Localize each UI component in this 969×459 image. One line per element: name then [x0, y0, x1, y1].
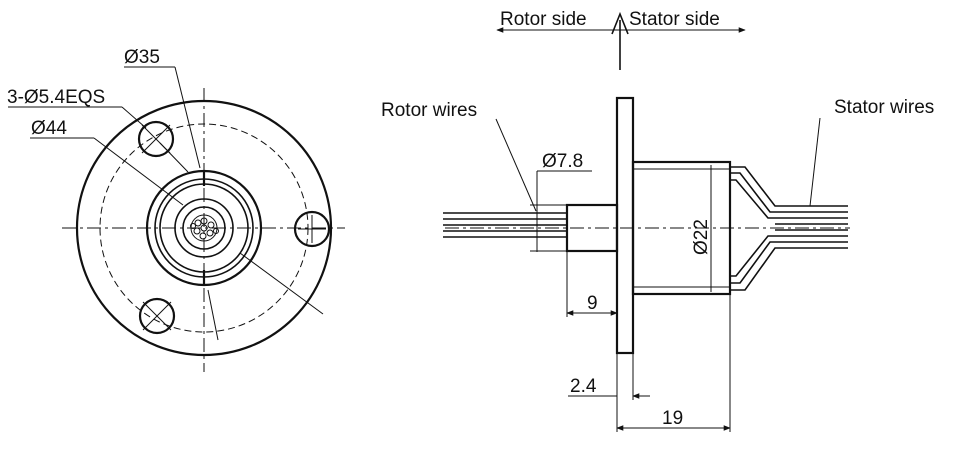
stator-wires-leader [809, 117, 821, 207]
len2-4-label: 2.4 [570, 376, 597, 397]
dia44-label: Ø44 [31, 118, 67, 139]
holes-label: 3-Ø5.4EQS [7, 87, 105, 108]
rotor-inner-ring [182, 206, 226, 250]
wire-bundle-end [190, 214, 219, 242]
stator-body [631, 160, 732, 296]
rotor-wires-label: Rotor wires [381, 100, 477, 121]
mounting-hole-bottom [138, 297, 176, 335]
side-flange [615, 96, 635, 355]
len19-label: 19 [662, 408, 683, 429]
mounting-hole-top [137, 120, 175, 158]
len9-label: 9 [587, 293, 598, 314]
body-outer-circle [145, 169, 263, 287]
rotor-wire-bundle [443, 212, 567, 238]
dia22-label: Ø22 [691, 219, 712, 255]
rotor-side-label: Rotor side [500, 9, 587, 30]
mounting-hole-right [293, 210, 331, 248]
rotor-shaft [565, 203, 619, 253]
front-view [8, 66, 345, 372]
bolt-circle [99, 123, 309, 333]
stator-side-label: Stator side [629, 9, 720, 30]
rotor-wires-leader [495, 118, 537, 212]
dia35-label: Ø35 [124, 47, 160, 68]
stator-wires-label: Stator wires [834, 97, 934, 118]
stator-wire-bundle [730, 166, 848, 291]
dia35-leader [174, 66, 201, 169]
rotor-ring [174, 198, 234, 258]
dia7-8-label: Ø7.8 [542, 151, 583, 172]
side-view [443, 11, 850, 432]
flange-outer-circle [75, 99, 333, 357]
